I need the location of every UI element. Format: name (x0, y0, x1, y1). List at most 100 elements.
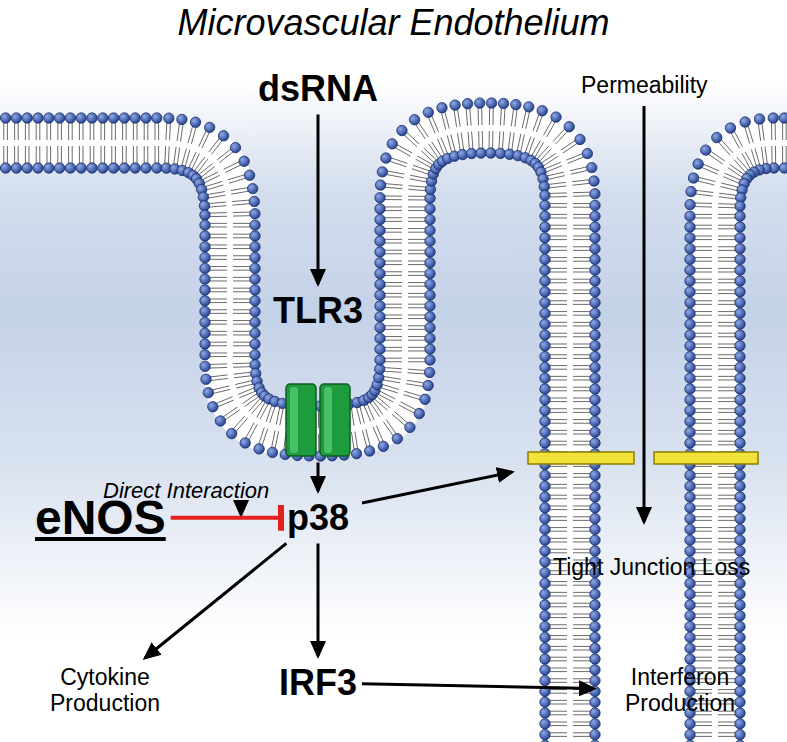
lipid-tail (694, 721, 712, 722)
lipid-tail (718, 325, 736, 326)
lipid-tail (192, 154, 200, 170)
lipid-head (0, 163, 10, 173)
lipid-tail (694, 603, 712, 604)
lipid-tail (355, 432, 358, 450)
lipid-head (590, 729, 600, 739)
lipid-tail (57, 146, 58, 164)
lipid-tail (694, 293, 712, 294)
lipid-tail (104, 122, 105, 140)
lipid-tail (408, 318, 426, 319)
lipid-head (200, 306, 210, 316)
lipid-tail (719, 193, 737, 195)
lipid-head (735, 373, 745, 383)
lipid-head (54, 163, 64, 173)
lipid-head (540, 319, 550, 329)
lipid-head (200, 274, 210, 284)
lipid-tail (573, 495, 591, 496)
lipid-head (564, 122, 574, 132)
lipid-tail (93, 146, 94, 164)
lipid-head (735, 665, 745, 675)
lipid-head (200, 317, 210, 327)
lipid-tail (549, 635, 567, 636)
lipid-tail (549, 423, 567, 424)
lipid-tail (549, 617, 567, 618)
lipid-head (685, 308, 695, 318)
lipid-tail (718, 203, 736, 205)
lipid-tail (694, 441, 712, 442)
lipid-tail (384, 371, 402, 372)
lipid-tail (144, 146, 145, 164)
lipid-tail (573, 693, 591, 694)
lipid-tail (364, 405, 371, 422)
lipid-tail (47, 146, 48, 164)
lipid-tail (61, 122, 62, 140)
lipid-tail (209, 298, 227, 299)
lipid-tail (718, 250, 736, 251)
lipid-head (685, 481, 695, 491)
lipid-tail (549, 693, 567, 694)
lipid-tail (573, 466, 591, 467)
lipid-tail (573, 721, 591, 722)
lipid-head (590, 600, 600, 610)
lipid-head (540, 600, 550, 610)
lipid-tail (318, 410, 319, 428)
lipid-head (590, 265, 600, 275)
lipid-tail (718, 419, 736, 420)
lipid-tail (126, 122, 127, 140)
lipid-tail (209, 216, 227, 217)
lipid-tail (386, 174, 404, 177)
lipid-tail (694, 358, 712, 359)
lipid-tail (25, 146, 26, 164)
lipid-tail (384, 250, 402, 251)
lipid-tail (189, 152, 197, 168)
lipid-tail (573, 387, 591, 388)
lipid-tail (718, 484, 736, 485)
lipid-tail (782, 146, 783, 164)
lipid-head (250, 220, 260, 230)
lipid-tail (694, 401, 712, 402)
lipid-tail (415, 124, 425, 139)
lipid-head (200, 210, 210, 220)
lipid-tail (694, 304, 712, 305)
lipid-tail (408, 293, 426, 294)
lipid-tail (718, 347, 736, 348)
lipid-tail (549, 516, 567, 517)
lipid-tail (25, 122, 26, 140)
lipid-head (540, 524, 550, 534)
lipid-tail (384, 195, 402, 196)
lipid-head (540, 297, 550, 307)
lipid-head (754, 114, 764, 124)
lipid-tail (408, 304, 426, 305)
lipid-tail (758, 123, 760, 141)
lipid-tail (209, 226, 227, 227)
lipid-tail (234, 372, 252, 374)
lipid-tail (386, 420, 396, 435)
lipid-tail (158, 146, 159, 164)
lipid-head (226, 428, 236, 438)
lipid-tail (694, 379, 712, 380)
lipid-tail (573, 477, 591, 478)
lipid-head (540, 719, 550, 729)
lipid-tail (233, 363, 251, 365)
lipid-head (141, 113, 151, 123)
lipid-tail (72, 122, 73, 140)
lipid-head (735, 330, 745, 340)
lipid-head (735, 308, 745, 318)
lipid-tail (168, 146, 170, 164)
lipid-head (540, 211, 550, 221)
lipid-tail (549, 228, 567, 229)
lipid-tail (573, 347, 591, 348)
lipid-tail (725, 173, 742, 180)
lipid-tail (573, 433, 591, 434)
lipid-tail (235, 380, 253, 384)
lipid-tail (408, 325, 426, 326)
lipid-tail (233, 366, 251, 368)
lipid-tail (61, 146, 62, 164)
lipid-tail (718, 257, 736, 258)
lipid-tail (718, 538, 736, 539)
lipid-head (587, 162, 597, 172)
lipid-tail (762, 123, 764, 141)
lipid-tail (549, 444, 567, 445)
lipid-tail (36, 146, 37, 164)
lipid-tail (549, 527, 567, 528)
